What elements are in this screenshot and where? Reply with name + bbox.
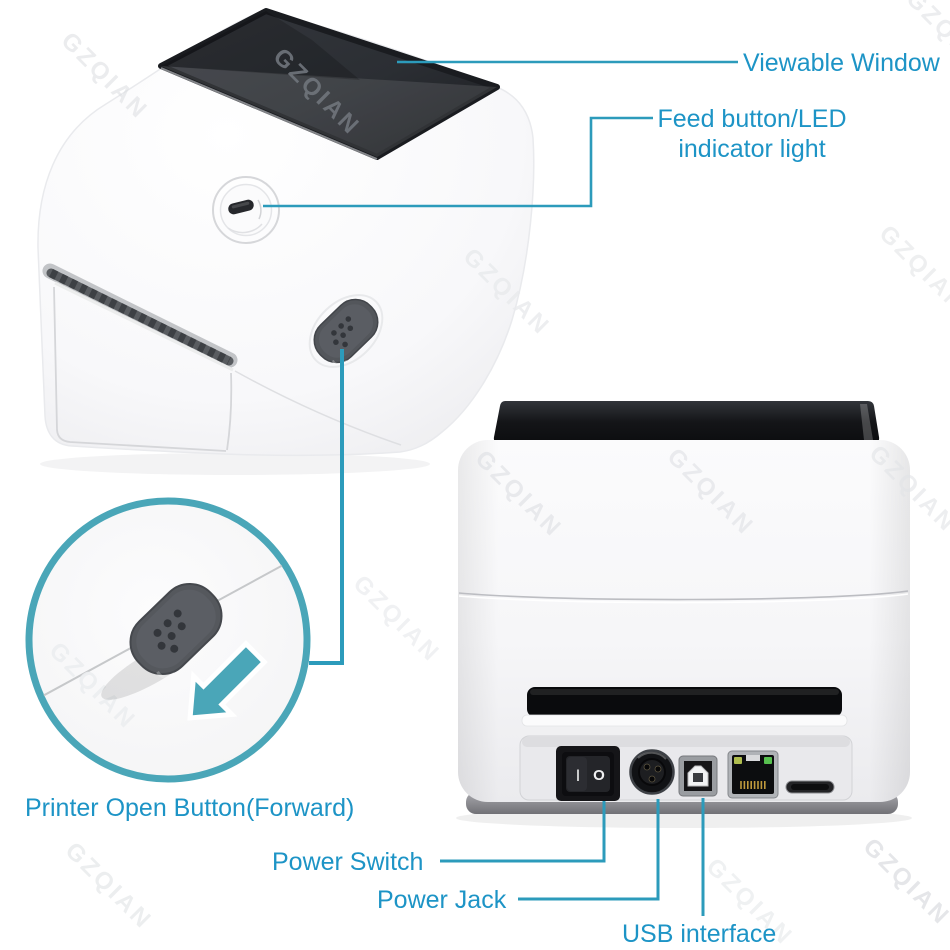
viewable-window: GZQIAN [158, 8, 500, 160]
watermark-text: GZQIAN [858, 833, 950, 931]
power-switch-leader [440, 801, 606, 863]
label-exit-slot [42, 263, 238, 372]
feed-button [212, 176, 280, 244]
feed-button-led [228, 199, 254, 215]
watermark-text: GZQIAN [348, 570, 446, 668]
power-jack-leader [518, 799, 660, 901]
callout-power-switch: Power Switch [272, 848, 424, 876]
rear-viewable-window-top [493, 401, 880, 443]
open-button-grip-dots [331, 316, 354, 348]
power-switch-on-marking: I [576, 766, 581, 785]
printer-open-button [308, 294, 384, 368]
callout-power-jack: Power Jack [377, 886, 507, 914]
rear-top-highlight [860, 404, 873, 440]
ethernet-led-left [734, 757, 742, 764]
callout-feed-button-line1: Feed button/LED [657, 105, 847, 133]
ethernet-port [727, 750, 779, 799]
rear-lid-seam [458, 590, 909, 601]
callout-feed-button: Feed button/LED indicator light [652, 104, 852, 164]
connector-panel-shadow [522, 737, 850, 747]
callout-leader-lines [263, 60, 738, 916]
callout-feed-button-line2: indicator light [678, 135, 826, 163]
watermark-text: GZQIAN [874, 220, 950, 318]
usb-port [678, 755, 718, 797]
power-switch-off-marking: O [593, 767, 605, 784]
ethernet-led-right [764, 757, 772, 764]
window-edge-shadow [160, 67, 378, 160]
rear-lid-seam-highlight [458, 593, 909, 604]
rear-paper-slot-lip [521, 714, 848, 727]
sd-card-slot [785, 780, 835, 794]
inset-button-grip-dots [153, 609, 186, 653]
power-switch: I O [556, 746, 620, 801]
forward-arrow-icon [187, 640, 268, 721]
callout-usb-interface: USB interface [622, 920, 777, 948]
power-jack-port [629, 749, 675, 795]
watermark-text: GZQIAN [60, 837, 158, 935]
callout-viewable-window: Viewable Window [743, 49, 940, 77]
rear-paper-slot [527, 687, 842, 717]
front-printer-illustration: GZQIAN GZQIAN GZQIAN [37, 8, 556, 475]
front-door-seams [53, 286, 402, 452]
open-button-leader [309, 349, 344, 665]
inset-open-button [129, 582, 223, 679]
rear-printer-illustration: GZQIAN GZQIAN GZQIAN I O [456, 401, 950, 828]
front-printer-shadow [40, 453, 430, 475]
callout-printer-open-button: Printer Open Button(Forward) [25, 794, 355, 822]
open-button-zoom-inset: GZQIAN [25, 497, 311, 783]
feed-button-leader [263, 116, 653, 208]
ethernet-pins [740, 781, 766, 789]
rear-paper-slot-highlight [530, 689, 839, 695]
